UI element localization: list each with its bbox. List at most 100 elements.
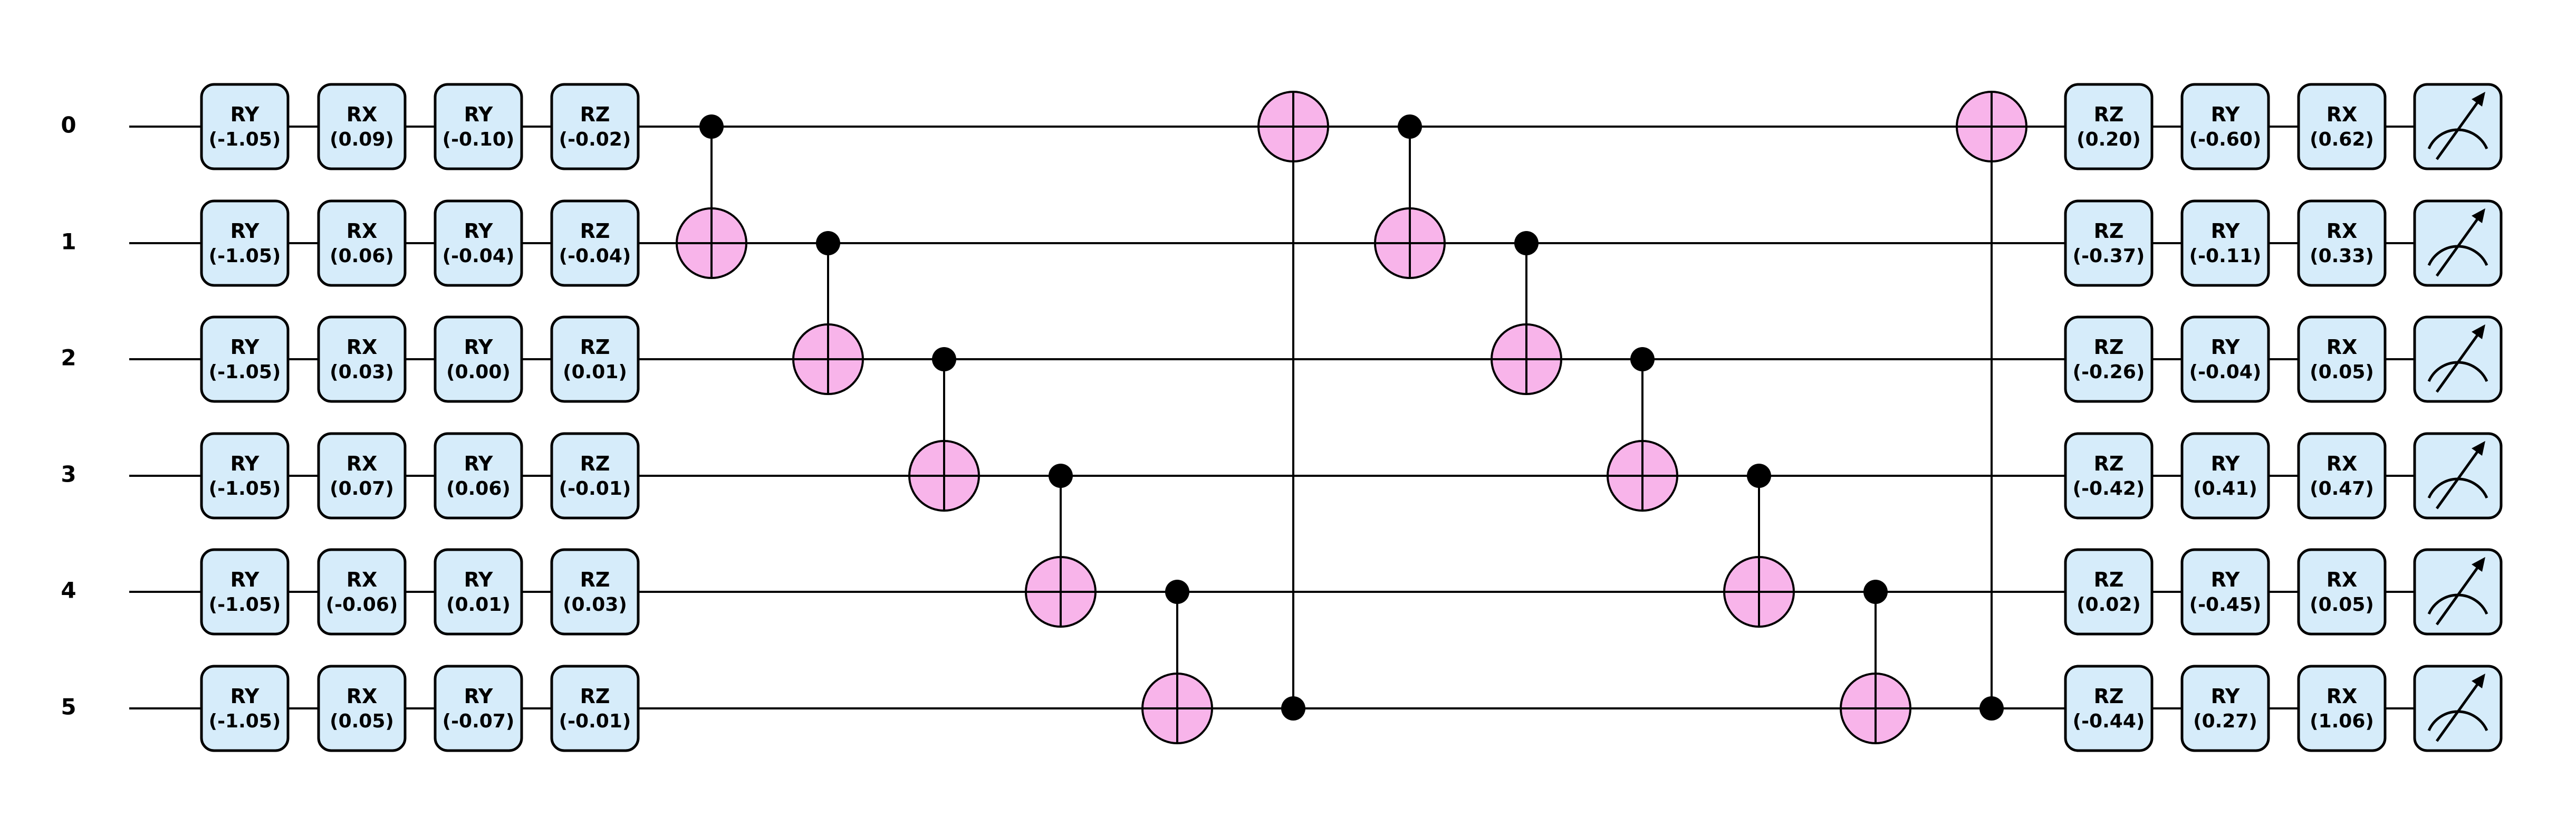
- rotation-gate-ry: RY(-0.45): [2180, 548, 2270, 636]
- cnot-target: [1025, 556, 1097, 628]
- gate-box: [317, 432, 407, 520]
- gate-name: RY: [230, 452, 259, 475]
- rotation-gate-rz: RZ (0.02): [2064, 548, 2154, 636]
- measurement-meter-icon: [2413, 315, 2503, 403]
- rotation-gate-ry: RY(-1.05): [200, 548, 290, 636]
- gate-box: [434, 548, 523, 636]
- cnot-control-dot: [816, 231, 840, 255]
- gate-box: [317, 315, 407, 403]
- cnot-target: [1491, 323, 1562, 395]
- gate-box: [2297, 432, 2387, 520]
- gate-name: RZ: [2094, 568, 2124, 591]
- measurement-meter-icon: [2413, 432, 2503, 520]
- rotation-gate-rx: RX(0.06): [317, 199, 407, 287]
- gate-name: RY: [2211, 685, 2240, 708]
- gate-layer: RY(-1.05)RX(0.09)RY(-0.10)RZ(-0.02)RY(-1…: [200, 83, 2387, 752]
- cnot-control-dot: [932, 347, 956, 371]
- gate-box: [434, 315, 523, 403]
- gate-parameter: (-0.01): [559, 711, 631, 732]
- qubit-label: 0: [61, 112, 76, 138]
- gate-box: [200, 548, 290, 636]
- gate-parameter: (0.33): [2310, 245, 2374, 267]
- gate-name: RZ: [580, 685, 610, 708]
- gate-parameter: (-0.01): [559, 478, 631, 500]
- gate-name: RY: [2211, 219, 2240, 243]
- gate-parameter: (-0.42): [2073, 478, 2145, 500]
- gate-box: [2180, 315, 2270, 403]
- rotation-gate-ry: RY(0.41): [2180, 432, 2270, 520]
- meter-needle-head: [2472, 324, 2485, 339]
- gate-parameter: (-0.02): [559, 129, 631, 150]
- gate-parameter: (-0.44): [2073, 711, 2145, 732]
- gate-parameter: (-0.37): [2073, 245, 2145, 267]
- rotation-gate-rz: RZ(-0.26): [2064, 315, 2154, 403]
- rotation-gate-rx: RX(0.05): [2297, 548, 2387, 636]
- cnot-target: [676, 207, 747, 279]
- gate-parameter: (-0.06): [326, 594, 398, 616]
- measurement-meter-icon: [2413, 83, 2503, 170]
- gate-box: [2064, 432, 2154, 520]
- gate-name: RZ: [580, 335, 610, 359]
- gate-box: [200, 432, 290, 520]
- gate-parameter: (0.62): [2310, 129, 2374, 150]
- meter-needle: [2435, 560, 2484, 626]
- gate-parameter: (-0.04): [559, 245, 631, 267]
- gate-box: [550, 665, 640, 752]
- measurement-box: [2413, 83, 2503, 170]
- gate-name: RZ: [2094, 103, 2124, 126]
- rotation-gate-rx: RX(0.62): [2297, 83, 2387, 170]
- rotation-gate-rz: RZ (-0.02): [550, 83, 640, 170]
- gate-box: [317, 665, 407, 752]
- gate-name: RX: [347, 452, 378, 475]
- gate-parameter: (-0.11): [2189, 245, 2262, 267]
- rotation-gate-rx: RX(-0.06): [317, 548, 407, 636]
- gate-name: RY: [464, 452, 493, 475]
- cnot-control-dot: [1165, 580, 1189, 604]
- rotation-gate-rx: RX(1.06): [2297, 665, 2387, 752]
- cnot-control-dot: [1747, 464, 1771, 488]
- gate-parameter: (0.01): [563, 361, 627, 383]
- cnot-target: [792, 323, 864, 395]
- cnot-control-dot: [1630, 347, 1655, 371]
- rotation-gate-ry: RY(-1.05): [200, 83, 290, 170]
- gate-box: [200, 665, 290, 752]
- gate-box: [2180, 83, 2270, 170]
- measurement-meter-icon: [2413, 548, 2503, 636]
- gate-parameter: (-0.10): [443, 129, 515, 150]
- gate-name: RY: [230, 568, 259, 591]
- gate-box: [434, 665, 523, 752]
- rotation-gate-ry: RY(-1.05): [200, 315, 290, 403]
- gate-parameter: (0.47): [2310, 478, 2374, 500]
- meter-needle-head: [2472, 441, 2485, 456]
- qubit-label: 3: [61, 462, 76, 487]
- gate-name: RY: [2211, 103, 2240, 126]
- cnot-control-dot: [1863, 580, 1888, 604]
- gate-name: RY: [230, 685, 259, 708]
- gate-box: [2180, 548, 2270, 636]
- measurement-meter-icon: [2413, 665, 2503, 752]
- gate-parameter: (0.03): [563, 594, 627, 616]
- qubit-label: 2: [61, 345, 76, 371]
- gate-name: RX: [347, 685, 378, 708]
- gate-parameter: (0.02): [2077, 594, 2141, 616]
- gate-box: [2180, 665, 2270, 752]
- gate-box: [2064, 665, 2154, 752]
- gate-box: [317, 548, 407, 636]
- meter-needle: [2435, 328, 2484, 393]
- cnot-target: [1956, 91, 2027, 162]
- cnot-target: [1723, 556, 1795, 628]
- cnot-control-dot: [1049, 464, 1073, 488]
- gate-box: [200, 315, 290, 403]
- gate-box: [550, 432, 640, 520]
- gate-name: RX: [2327, 219, 2358, 243]
- gate-name: RY: [230, 335, 259, 359]
- gate-parameter: (0.05): [330, 711, 394, 732]
- measurement-box: [2413, 315, 2503, 403]
- rotation-gate-ry: RY(-0.60): [2180, 83, 2270, 170]
- rotation-gate-rz: RZ(0.01): [550, 315, 640, 403]
- gate-name: RZ: [580, 103, 610, 126]
- cnot-target: [1257, 91, 1329, 162]
- gate-name: RY: [464, 103, 493, 126]
